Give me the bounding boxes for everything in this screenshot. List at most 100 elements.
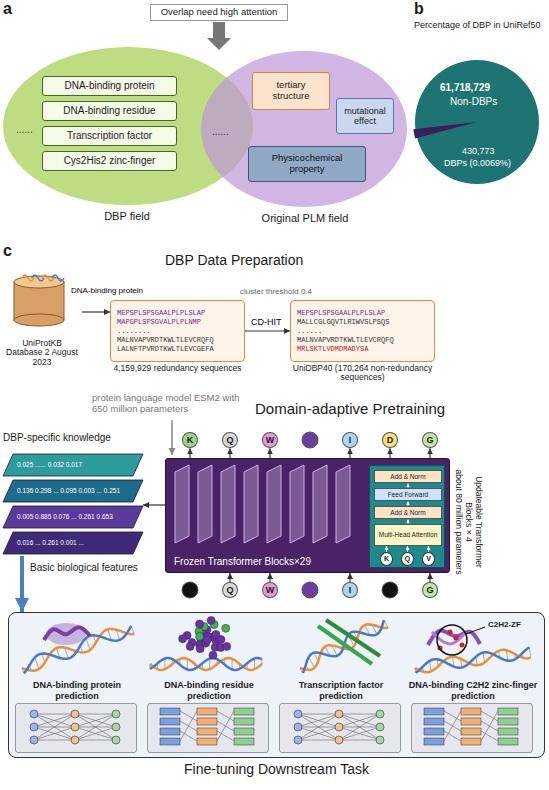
network-link [75, 727, 116, 740]
callout-arrow [207, 22, 231, 50]
node-label: mutational effect [341, 106, 389, 127]
dna-rung [380, 627, 382, 628]
node-label: Q [226, 435, 233, 445]
network-link [444, 711, 461, 721]
node-label: W [266, 435, 275, 445]
dna-rung [306, 665, 309, 670]
token-circle: G [422, 582, 438, 598]
network-box: DNA-binding C2H2 zinc-finger prediction [411, 703, 533, 753]
zinc-site [448, 630, 453, 635]
node-label: MALNVAPVRDTKWLTLEVCRQFQ [117, 336, 214, 345]
updateable-block: Updateable Transformer Blocks × 4about 8… [369, 465, 445, 568]
connector [408, 519, 409, 524]
connector [389, 448, 390, 458]
connector [245, 330, 290, 331]
node-label: I [349, 585, 352, 595]
network-link [34, 714, 75, 740]
network-cell [424, 728, 444, 735]
node-caption: Transcription factor prediction [276, 680, 406, 701]
node-label: Q [405, 555, 410, 563]
panel-letter: a [3, 0, 12, 18]
database-barrel-top [14, 276, 64, 288]
annotation-label: cluster threshold 0.4 [240, 287, 312, 296]
residue-sphere [196, 620, 204, 628]
token-circle: Q [222, 432, 238, 448]
node-label: MEPSPLSPSGAALPLPLSLAP [297, 309, 385, 318]
network-link [180, 711, 197, 741]
network-cell [160, 728, 180, 735]
node-caption: DBP field [62, 210, 192, 223]
field-ellipse-shape [3, 47, 253, 205]
network-cell [160, 708, 180, 715]
protein-ribbon [44, 627, 90, 640]
node-caption: Fine-tuning Downstream Task [9, 761, 544, 777]
annotation-label: Non-DBPs [450, 96, 497, 108]
dna-rung [354, 632, 358, 639]
connector [143, 504, 165, 505]
network-link [34, 714, 75, 715]
dna-rung [194, 664, 195, 669]
node-label: tertiary structure [257, 80, 325, 102]
connector [229, 448, 230, 458]
dna-rung [345, 643, 348, 649]
dna-rung [86, 638, 90, 650]
property-box: Physicochemical property [248, 146, 366, 182]
token-circle: W [262, 432, 278, 448]
connector [269, 448, 270, 458]
connector [407, 546, 408, 552]
sequence-box: MEPSPLSPSGAALPLPLSLAPMALLCGLGQVTLRIWVSLP… [290, 300, 435, 362]
node-label: Multi-Head Attention [379, 531, 438, 538]
network-link [75, 714, 116, 740]
dna-rung [422, 667, 424, 672]
frozen-layer [175, 465, 189, 543]
annotation-label: DBPs (0.0069%) [444, 158, 511, 168]
frozen-layer [313, 465, 327, 543]
dna-rung [372, 625, 377, 635]
dna-rung [476, 657, 477, 666]
residue-sphere [204, 633, 212, 641]
node-label: Q [226, 585, 233, 595]
network-neuron [71, 723, 79, 731]
residue-sphere [210, 621, 218, 629]
embedding-stack: 0.025 ...... 0.032 0.0170.136 0.298 ... … [3, 448, 143, 556]
network-link [75, 714, 116, 727]
network-neuron [335, 723, 343, 731]
network-cell [498, 728, 518, 735]
dna-rung [437, 659, 439, 666]
residue-sphere [212, 630, 220, 638]
node-label: K [384, 555, 389, 563]
task-box: DNA-binding protein [42, 76, 177, 96]
dna-rung [64, 647, 68, 658]
pie-non-dbp [415, 60, 539, 184]
node-label: MAPGPLSPSGVALPLPLNMP [117, 318, 201, 327]
annotation-label: Percentage of DBP in UniRef50 [414, 20, 547, 30]
network-link [75, 714, 116, 740]
node-label: UniProtKB Database 2 August 2023 [6, 339, 78, 368]
dna-rung [101, 634, 102, 637]
residue-sphere [200, 622, 208, 630]
node-caption: DNA-binding C2H2 zinc-finger prediction [408, 680, 538, 701]
connector [408, 483, 409, 488]
dna-rung [74, 650, 75, 654]
network-box: Transcription factor prediction [279, 703, 401, 753]
network-link [34, 714, 75, 740]
dna-rung [254, 659, 255, 670]
network-link [298, 727, 339, 740]
network-link [339, 714, 380, 715]
network-link [298, 714, 339, 727]
network-neuron [30, 710, 38, 718]
residue-sphere [196, 632, 204, 640]
protein-blob [46, 623, 86, 645]
dna-rung [498, 651, 500, 658]
pie-chart [413, 60, 539, 184]
layer-box: Multi-Head Attention [374, 524, 442, 546]
node-label: Add & Norm [390, 509, 425, 516]
frozen-layer [244, 465, 258, 543]
network-cell [498, 708, 518, 715]
dna-rung [50, 653, 51, 655]
residue-sphere [196, 645, 204, 653]
embedding-slab [3, 506, 143, 528]
edge-label: CD-HIT [250, 317, 283, 327]
dna-rung [522, 653, 524, 658]
network-cell [197, 708, 217, 715]
